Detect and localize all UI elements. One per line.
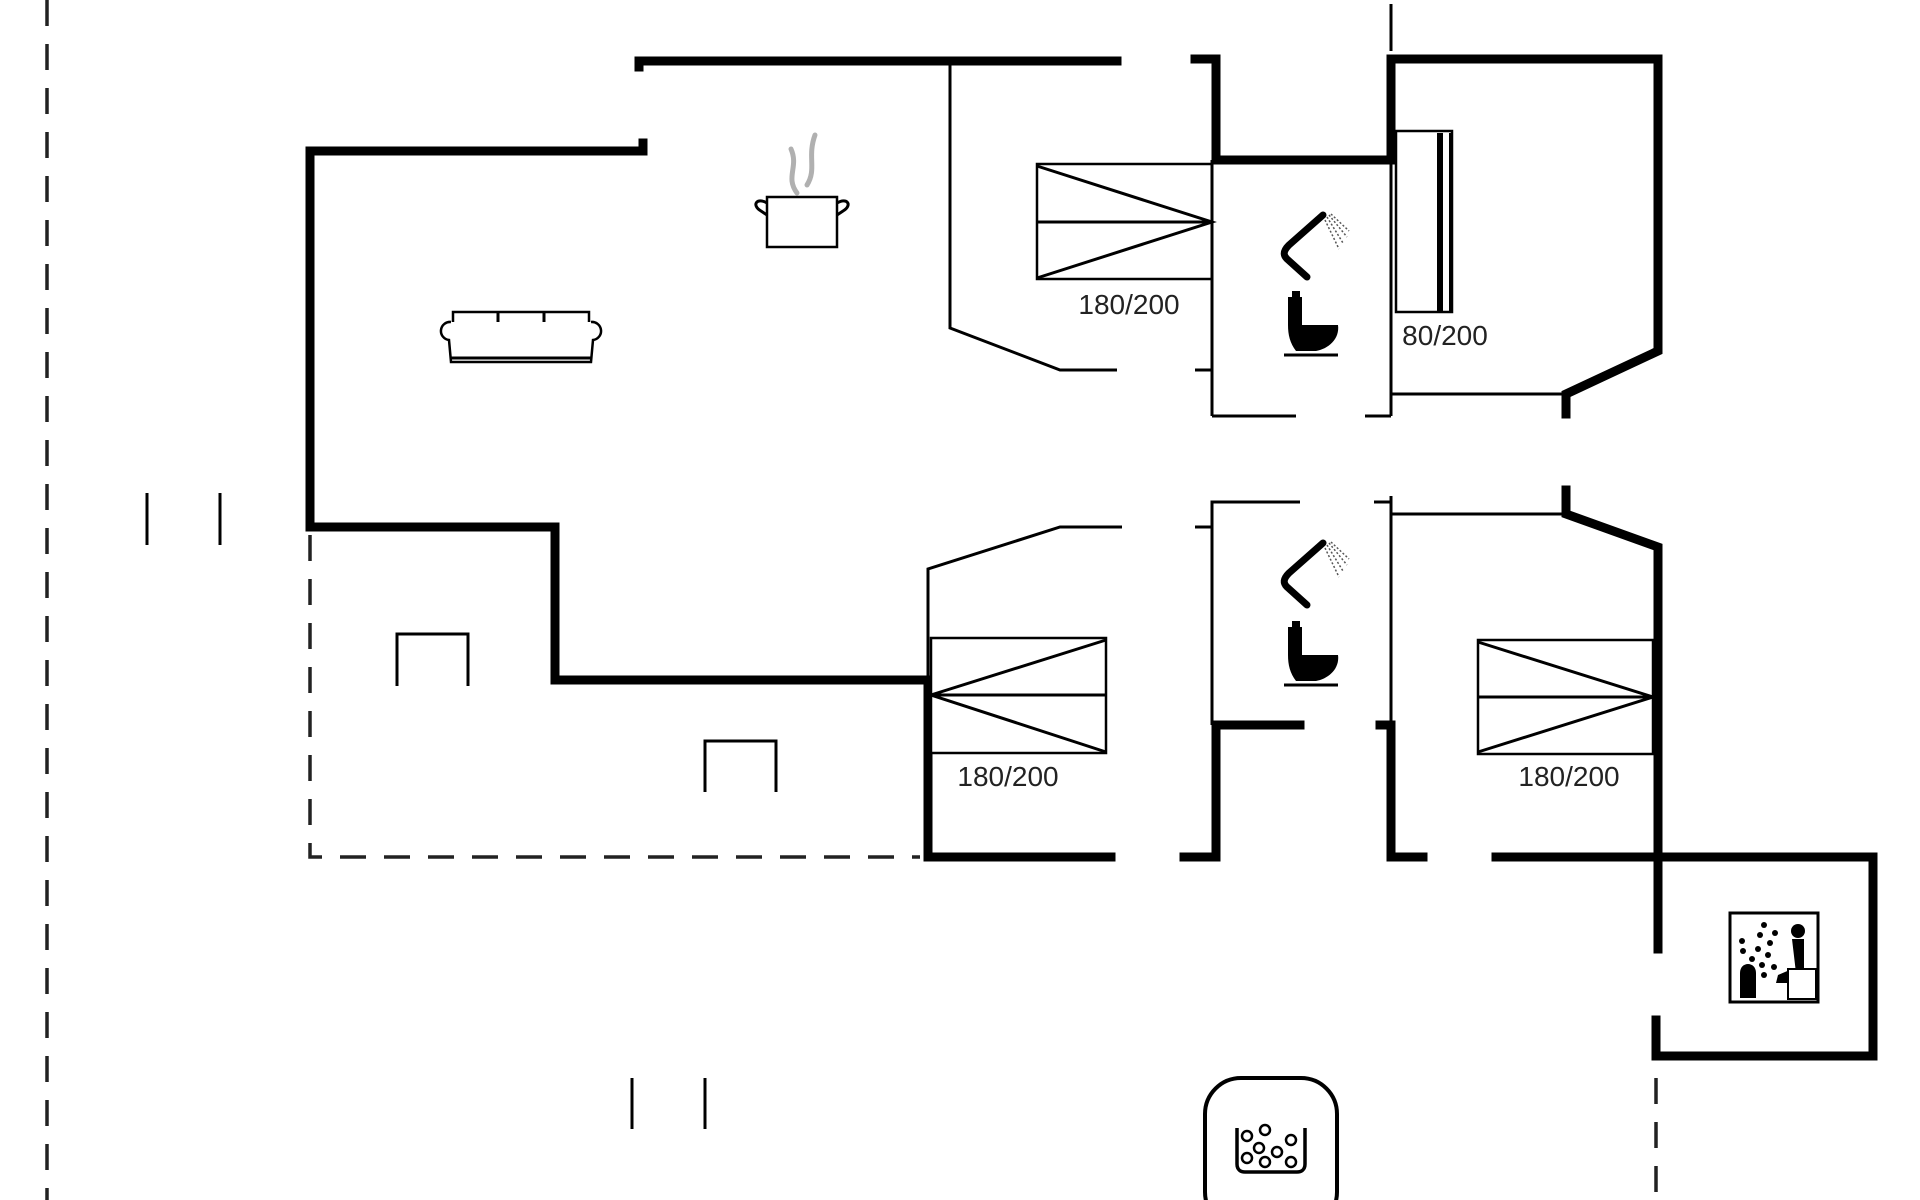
bathroom-1-walls [1190, 54, 1396, 418]
bench-icon [395, 632, 470, 686]
shower-icon [1280, 539, 1350, 609]
sauna-icon [1728, 911, 1820, 1004]
toilet-icon [1284, 291, 1339, 357]
site-markers [145, 493, 707, 1129]
bed-double-1 [1035, 162, 1217, 281]
bedroom-2-walls [1386, 54, 1663, 419]
hot-tub-icon [1203, 1076, 1339, 1200]
bedroom-4-walls [1391, 485, 1878, 954]
bed-size-label: 180/200 [1518, 761, 1619, 792]
bed-size-label: 180/200 [1078, 289, 1179, 320]
bed-size-label: 80/200 [1402, 320, 1488, 351]
bed-double-4 [1476, 638, 1659, 756]
covered-terrace [308, 535, 920, 859]
sauna-room-walls [1651, 852, 1878, 1061]
bedroom-3-walls [923, 525, 1212, 862]
sofa-icon [439, 310, 603, 364]
bedroom-1-walls [948, 61, 1212, 372]
living-area-walls [305, 56, 1122, 685]
toilet-icon [1284, 621, 1339, 687]
bathroom-2-walls [1179, 496, 1428, 862]
shower-icon [1280, 211, 1350, 281]
bed-size-label: 180/200 [957, 761, 1058, 792]
bed-double-3 [926, 636, 1108, 755]
bed-single [1394, 129, 1454, 314]
cooking-pot-icon [754, 132, 850, 249]
bench-icon [703, 739, 778, 792]
